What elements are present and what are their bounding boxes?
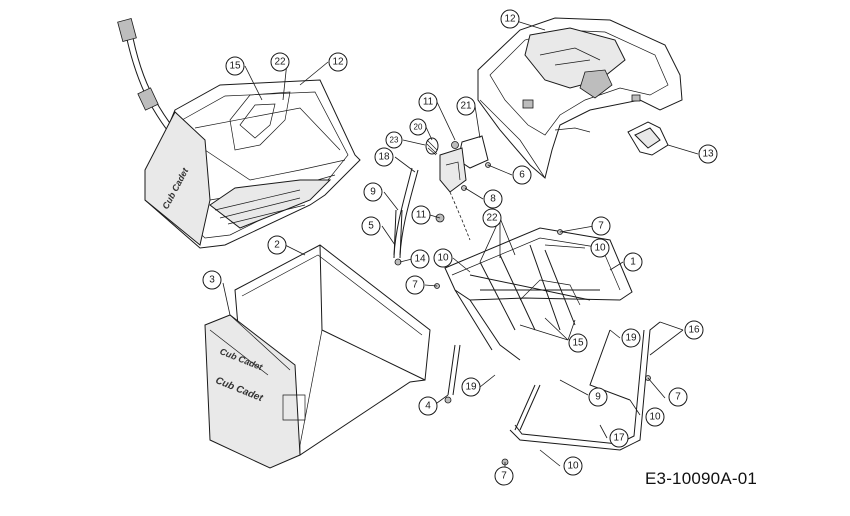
callout-15-frame: 15 [568,333,588,353]
callout-7-right: 7 [668,387,688,407]
callout-11-upper: 11 [418,92,438,112]
svg-text:7: 7 [412,280,418,291]
callout-3: 3 [202,270,222,290]
svg-text:19: 19 [625,333,637,344]
latch-hardware-group [425,135,491,241]
svg-text:4: 4 [425,401,431,412]
svg-text:12: 12 [332,57,344,68]
callout-4: 4 [418,396,438,416]
callout-6: 6 [512,165,532,185]
svg-text:18: 18 [378,152,390,163]
svg-text:11: 11 [416,210,427,221]
callout-22-bag: 22 [270,52,290,72]
svg-text:15: 15 [229,61,241,72]
callout-2: 2 [267,235,287,255]
callout-13: 13 [698,144,718,164]
grass-bag-lower-assembly: Cub Cadet Cub Cadet [204,244,431,469]
svg-text:10: 10 [437,253,449,264]
callout-9-frame: 9 [588,387,608,407]
svg-text:11: 11 [423,97,434,108]
callout-18: 18 [374,147,394,167]
svg-text:12: 12 [504,14,516,25]
callout-10-left: 10 [433,248,453,268]
svg-text:21: 21 [460,101,472,112]
svg-text:16: 16 [688,325,700,336]
handle-grip-part [627,121,669,156]
callout-5: 5 [361,216,381,236]
svg-text:5: 5 [368,221,374,232]
callout-16: 16 [684,320,704,340]
callout-17: 17 [609,428,629,448]
svg-text:10: 10 [567,461,579,472]
callout-10-right: 10 [645,407,665,427]
svg-text:22: 22 [274,57,286,68]
callout-11-lower: 11 [411,205,431,225]
svg-text:17: 17 [613,433,625,444]
drawing-code-label: E3-10090A-01 [645,469,758,488]
callout-23: 23 [385,131,403,149]
callout-bubbles: 12 15 22 12 11 21 20 23 18 13 6 8 9 11 2… [202,9,718,486]
callout-12-bag: 12 [328,52,348,72]
svg-text:7: 7 [598,221,604,232]
grass-bag-upper-assembly: Cub Cadet [117,18,361,249]
svg-text:6: 6 [519,170,525,181]
callout-15-bag: 15 [225,56,245,76]
svg-text:9: 9 [595,392,601,403]
callout-10-upper: 10 [590,238,610,258]
callout-14: 14 [410,249,430,269]
svg-text:10: 10 [649,412,661,423]
callout-22-frame: 22 [482,208,502,228]
callout-8: 8 [483,189,503,209]
callout-1: 1 [623,252,643,272]
svg-text:10: 10 [594,243,606,254]
callout-10-bottom: 10 [563,456,583,476]
svg-text:8: 8 [490,194,496,205]
svg-text:7: 7 [501,471,507,482]
callout-19-right: 19 [621,328,641,348]
svg-text:9: 9 [370,187,376,198]
callout-7-left: 7 [405,275,425,295]
svg-text:22: 22 [486,213,498,224]
callout-7-top: 7 [591,216,611,236]
svg-text:1: 1 [630,257,636,268]
svg-text:23: 23 [390,136,399,145]
callout-20: 20 [409,118,427,136]
bag-top-cover-part [477,17,683,179]
svg-text:3: 3 [209,275,215,286]
callout-7-bottom: 7 [494,466,514,486]
callout-19-left: 19 [461,377,481,397]
svg-text:19: 19 [465,382,477,393]
svg-text:14: 14 [414,254,426,265]
svg-text:15: 15 [572,338,584,349]
callout-9-rod: 9 [363,182,383,202]
svg-text:7: 7 [675,392,681,403]
svg-text:13: 13 [702,149,714,160]
callout-21: 21 [456,96,476,116]
svg-text:2: 2 [274,240,280,251]
svg-text:20: 20 [414,123,423,132]
side-rod-group [393,167,419,266]
callout-12-top: 12 [500,9,520,29]
